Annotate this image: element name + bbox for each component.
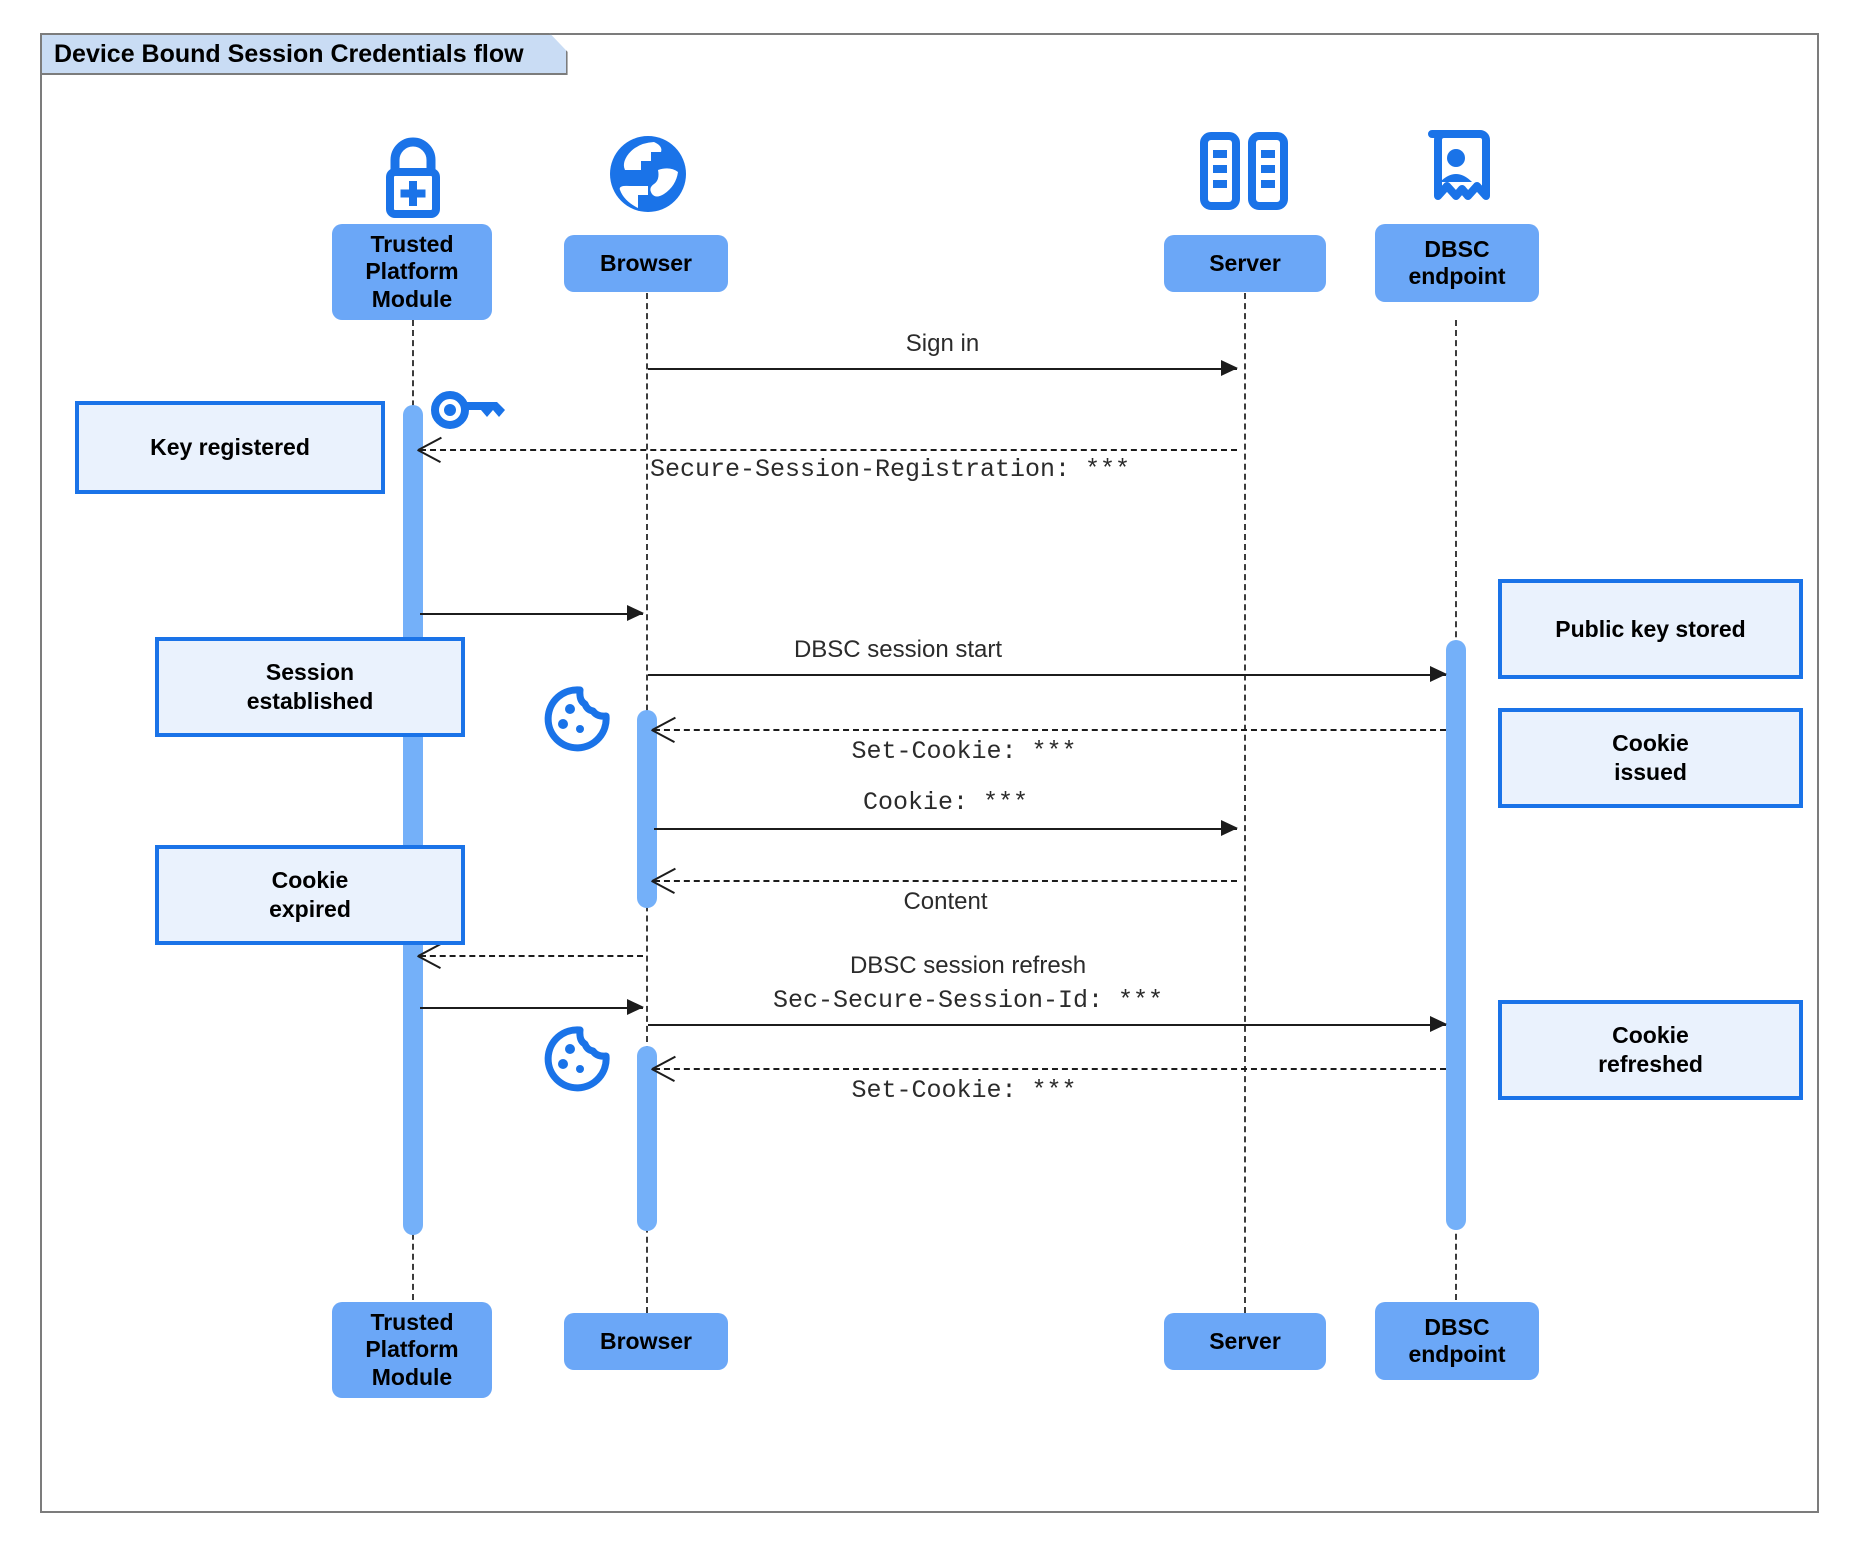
- message-label: Set-Cookie: ***: [851, 1076, 1077, 1105]
- message-line: [648, 368, 1237, 370]
- participant-tpm-top[interactable]: Trusted Platform Module: [332, 224, 492, 320]
- participant-label: Server: [1209, 249, 1281, 276]
- arrowhead-right-icon: [627, 605, 644, 621]
- diagram-title: Device Bound Session Credentials flow: [40, 33, 568, 75]
- participant-dbsc-top[interactable]: DBSC endpoint: [1375, 224, 1539, 302]
- activation-bar-browser-2: [637, 1046, 657, 1231]
- participant-dbsc-bottom[interactable]: DBSC endpoint: [1375, 1302, 1539, 1380]
- arrowhead-right-icon: [1221, 360, 1238, 376]
- participant-tpm-bottom[interactable]: Trusted Platform Module: [332, 1302, 492, 1398]
- message-label: Set-Cookie: ***: [851, 737, 1077, 766]
- message-label: Content: [903, 888, 988, 915]
- note-text: Session established: [246, 659, 374, 714]
- message-label-line1: DBSC session refresh: [849, 952, 1087, 979]
- key-icon: [430, 385, 508, 435]
- participant-label: Trusted Platform Module: [365, 231, 459, 312]
- arrowhead-right-icon: [1430, 666, 1447, 682]
- note-key-registered: Key registered: [75, 401, 385, 494]
- message-line: [420, 955, 643, 957]
- globe-icon: [604, 130, 692, 218]
- activation-bar-tpm: [403, 405, 423, 1235]
- activation-bar-dbsc: [1446, 640, 1466, 1230]
- cookie-icon: [544, 1026, 610, 1092]
- message-label: DBSC session start: [793, 636, 1003, 663]
- message-label: Secure-Session-Registration: ***: [649, 455, 1131, 484]
- participant-browser-bottom[interactable]: Browser: [564, 1313, 728, 1370]
- participant-label: DBSC endpoint: [1408, 1313, 1506, 1367]
- participant-label: Server: [1209, 1327, 1281, 1354]
- message-line: [654, 828, 1237, 830]
- note-text: Cookie issued: [1612, 730, 1689, 785]
- cookie-icon: [544, 686, 610, 752]
- server-racks-icon: [1198, 132, 1290, 210]
- participant-server-bottom[interactable]: Server: [1164, 1313, 1326, 1370]
- participant-label: DBSC endpoint: [1408, 235, 1506, 289]
- note-cookie-refreshed: Cookie refreshed: [1498, 1000, 1803, 1100]
- participant-label: Trusted Platform Module: [365, 1309, 459, 1390]
- message-line: [654, 1068, 1446, 1070]
- message-line: [420, 1007, 643, 1009]
- activation-bar-browser-1: [637, 710, 657, 908]
- message-label: Sign in: [905, 330, 980, 357]
- arrowhead-right-icon: [1430, 1016, 1447, 1032]
- participant-label: Browser: [599, 249, 693, 276]
- participant-label: Browser: [599, 1327, 693, 1354]
- note-public-key-stored: Public key stored: [1498, 579, 1803, 679]
- lock-plus-icon: [367, 130, 459, 222]
- participant-server-top[interactable]: Server: [1164, 235, 1326, 292]
- message-line: [420, 449, 1237, 451]
- note-session-established: Session established: [155, 637, 465, 737]
- note-text: Cookie expired: [269, 867, 351, 922]
- arrowhead-left-icon: [418, 942, 444, 968]
- message-label: Cookie: ***: [862, 788, 1029, 817]
- id-badge-icon: [1422, 130, 1490, 212]
- message-line: [648, 1024, 1446, 1026]
- note-cookie-expired: Cookie expired: [155, 845, 465, 945]
- message-line: [648, 674, 1446, 676]
- note-cookie-issued: Cookie issued: [1498, 708, 1803, 808]
- message-line: [654, 729, 1446, 731]
- note-text: Cookie refreshed: [1598, 1022, 1703, 1077]
- message-line: [420, 613, 643, 615]
- arrowhead-right-icon: [627, 999, 644, 1015]
- participant-browser-top[interactable]: Browser: [564, 235, 728, 292]
- arrowhead-left-icon: [418, 436, 444, 462]
- note-text: Public key stored: [1555, 615, 1746, 642]
- lifeline-server: [1244, 283, 1246, 1313]
- message-line: [654, 880, 1237, 882]
- note-text: Key registered: [150, 434, 310, 461]
- message-label-line2: Sec-Secure-Session-Id: ***: [772, 986, 1164, 1015]
- arrowhead-right-icon: [1221, 820, 1238, 836]
